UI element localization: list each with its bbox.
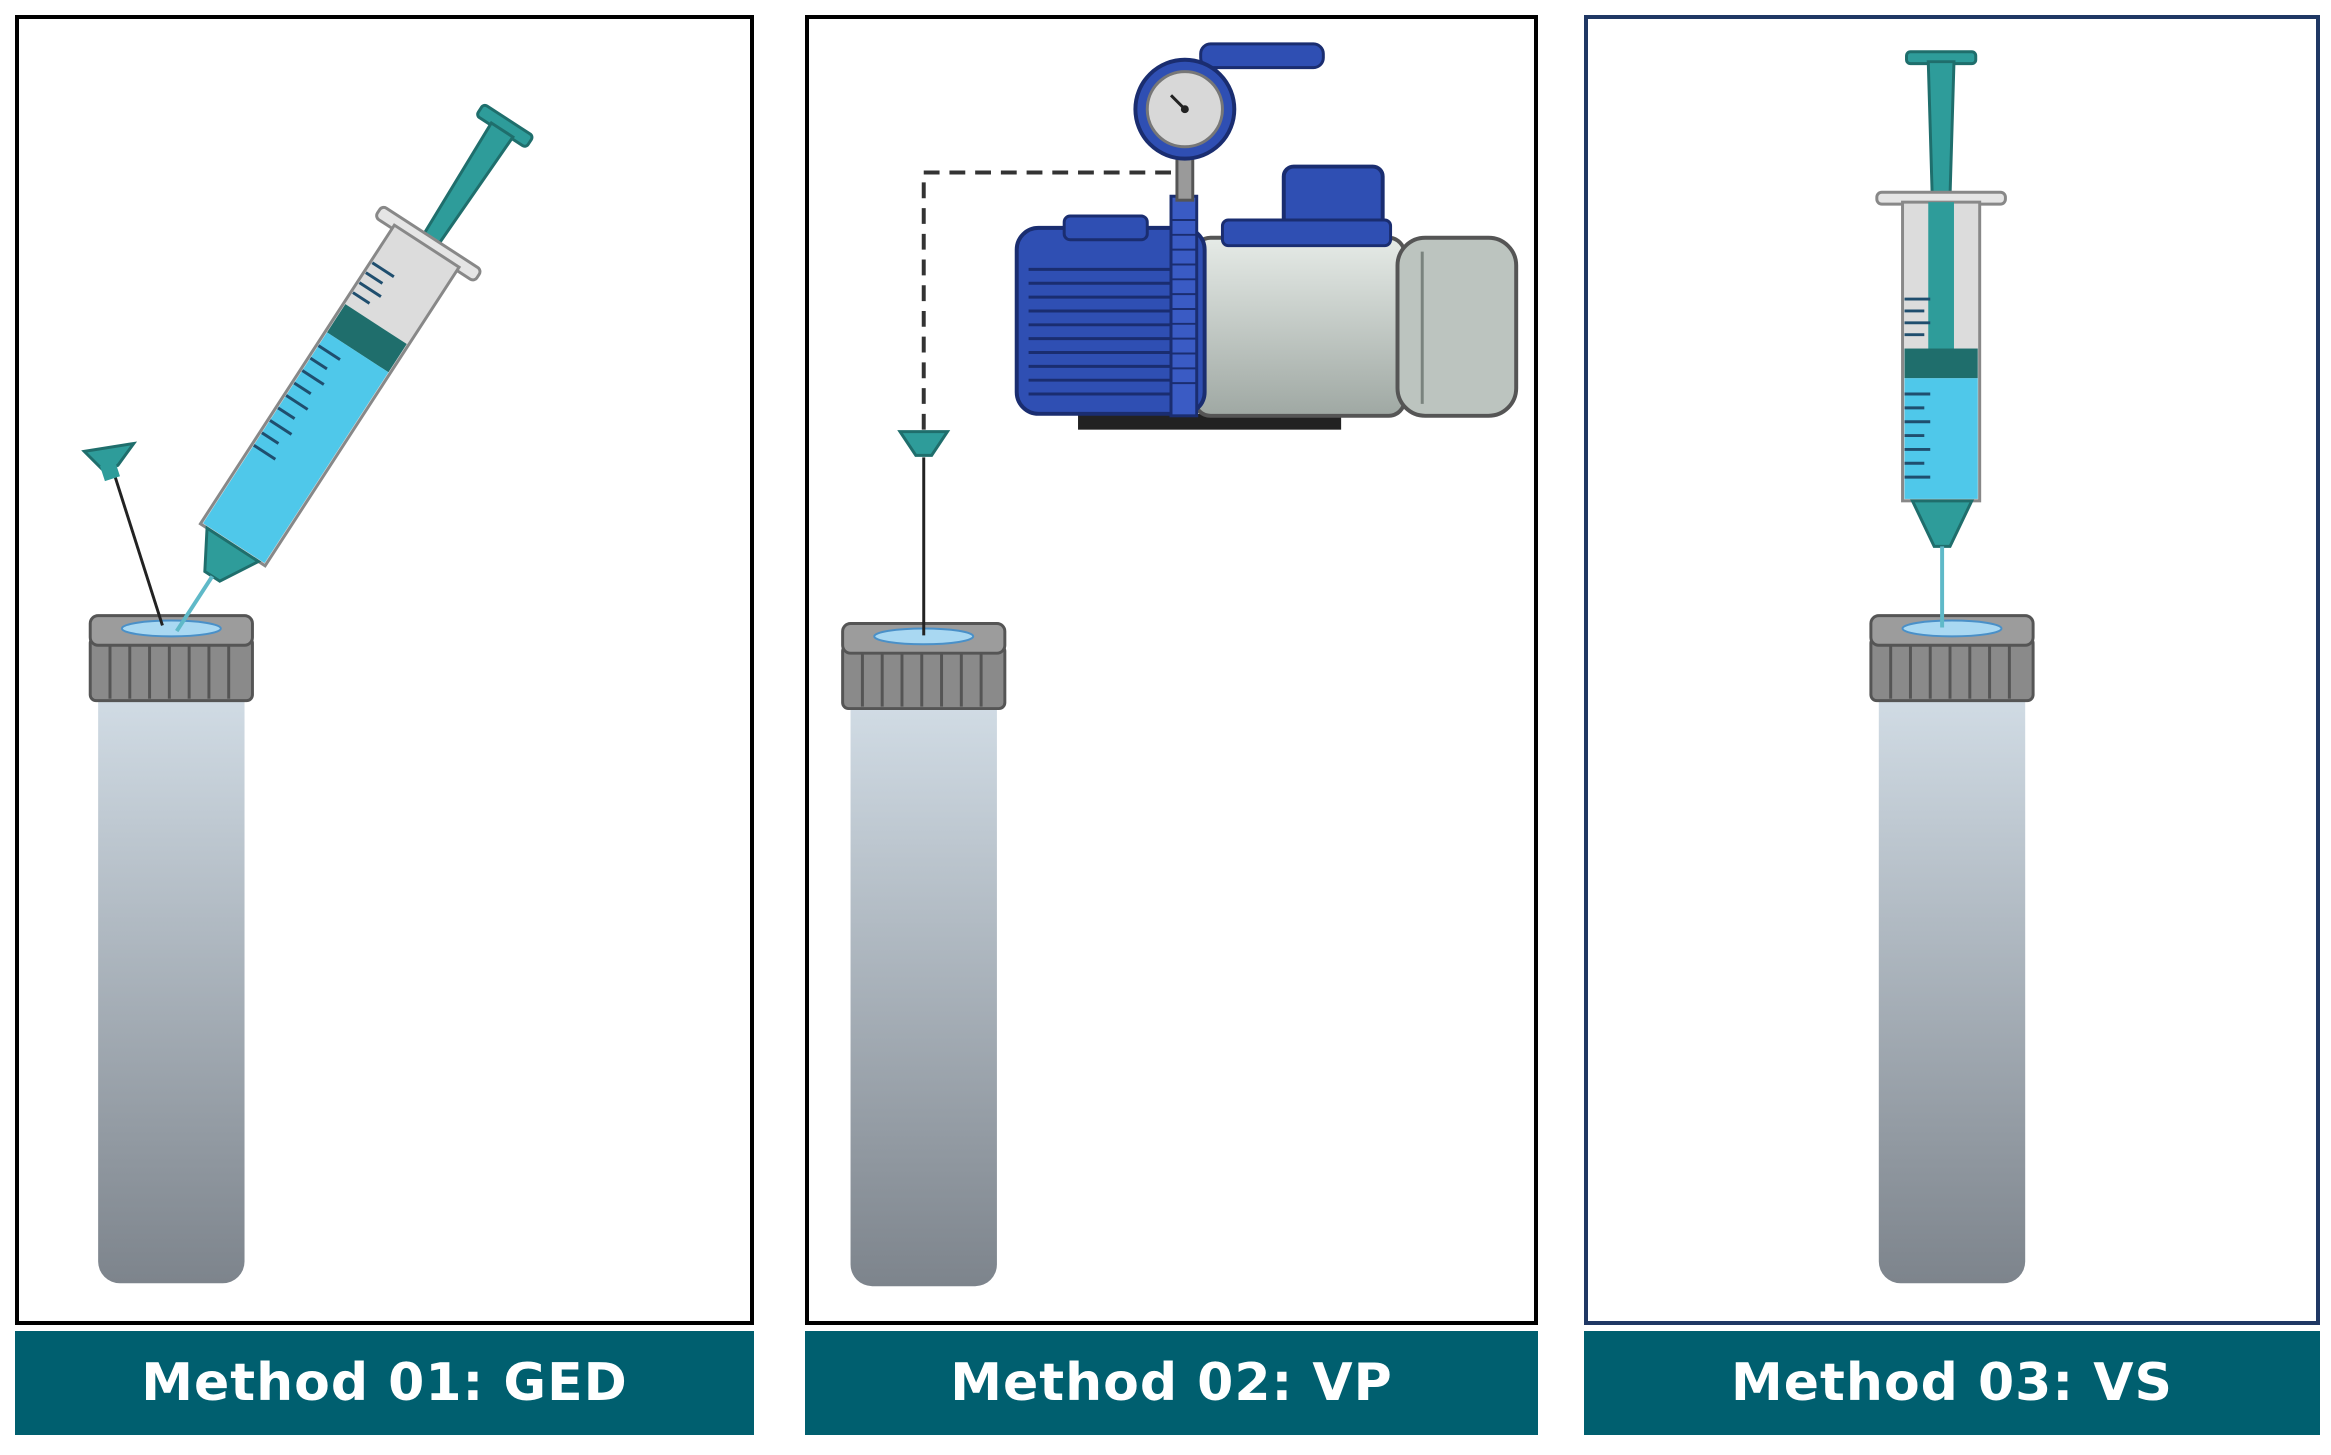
vacuum-pump-icon — [1014, 155, 1519, 430]
syringe-icon — [175, 103, 534, 633]
needle-icon — [897, 430, 951, 636]
method-02-illustration — [841, 42, 1519, 1287]
method-02-label: Method 02: VP — [805, 1331, 1538, 1435]
syringe-icon — [1875, 50, 2007, 628]
pressure-gauge-icon — [1133, 42, 1325, 161]
vial-icon — [88, 614, 254, 1284]
method-01-label: Method 01: GED — [15, 1331, 754, 1435]
method-03-illustration — [1869, 50, 2035, 1284]
vial-icon — [841, 622, 1007, 1287]
panel-method-02 — [805, 15, 1538, 1325]
needle-icon — [81, 441, 164, 626]
method-03-label: Method 03: VS — [1584, 1331, 2320, 1435]
panel-method-01 — [15, 15, 754, 1325]
method-01-illustration — [81, 103, 534, 1284]
vial-icon — [1869, 614, 2035, 1284]
panel-method-03 — [1584, 15, 2320, 1325]
